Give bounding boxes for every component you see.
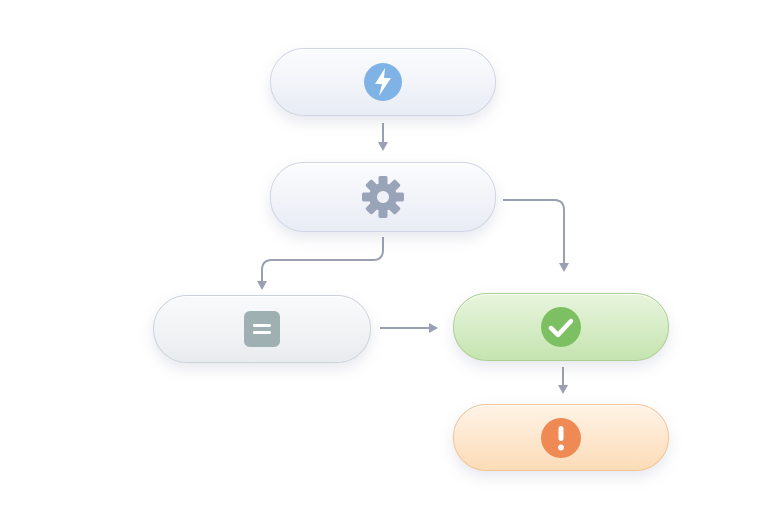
document-node[interactable] xyxy=(153,295,371,363)
lightning-icon xyxy=(364,63,402,101)
check-circle-icon xyxy=(541,307,581,347)
alert-node[interactable] xyxy=(453,404,669,471)
edge-process-to-document xyxy=(257,237,384,290)
gear-icon xyxy=(362,176,404,218)
success-node[interactable] xyxy=(453,293,669,361)
edge-process-to-success xyxy=(503,199,569,272)
process-node[interactable] xyxy=(270,162,496,232)
trigger-node[interactable] xyxy=(270,48,496,116)
exclamation-circle-icon xyxy=(541,417,581,458)
document-icon xyxy=(244,311,280,347)
